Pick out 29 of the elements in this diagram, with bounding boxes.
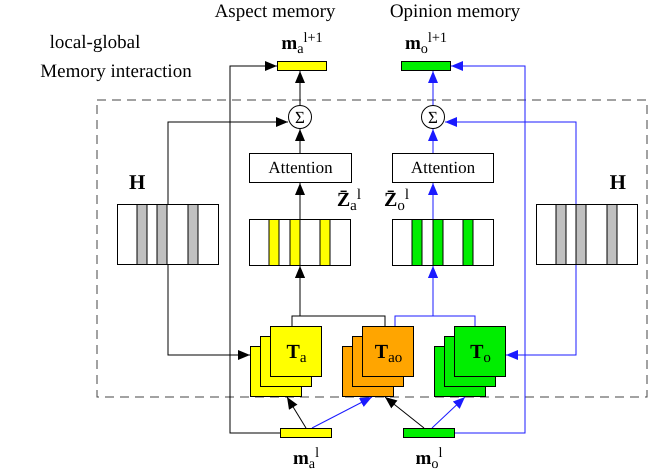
arrow (428, 70, 438, 106)
caption-text: Opinion memory (388, 0, 522, 24)
caption-text: Memory interaction (39, 60, 193, 84)
caption-text: Aspect memory (214, 0, 336, 24)
arrow (295, 182, 305, 220)
math-label: T$_{o}$ (470, 342, 491, 362)
arrow (428, 128, 438, 154)
attention-box: Attention (249, 153, 352, 183)
arrow (295, 266, 386, 326)
arrow (230, 61, 280, 434)
arrow (450, 61, 526, 434)
arrow (506, 264, 576, 360)
math-label: T$_{ao}$ (374, 342, 402, 362)
arrow (312, 396, 372, 428)
arrow (168, 264, 250, 360)
arrow (168, 117, 288, 204)
caption-text: local-global (48, 31, 142, 55)
math-label: H (129, 172, 146, 193)
arrow (384, 396, 424, 428)
arrow (432, 396, 466, 428)
math-label: T$_{a}$ (286, 342, 306, 362)
arrow (286, 396, 306, 428)
arrow (295, 70, 305, 106)
math-label: H (610, 172, 626, 193)
arrow (428, 266, 476, 326)
attention-box: Attention (392, 153, 494, 183)
arrow (428, 182, 438, 220)
arrow (295, 128, 305, 154)
arrow (444, 117, 576, 204)
